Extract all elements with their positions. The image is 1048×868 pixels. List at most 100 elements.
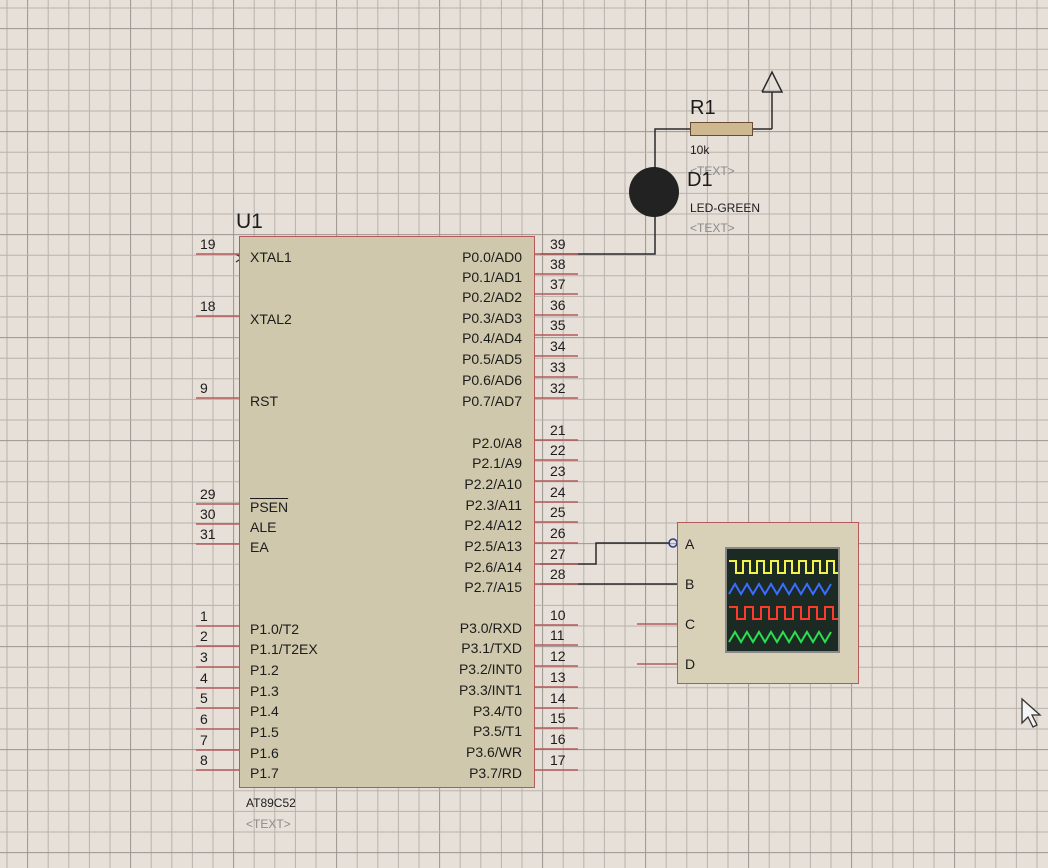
pin-name: P3.4/T0 (472, 703, 522, 719)
scope-channel-d-label: D (685, 656, 696, 672)
pin-number: 18 (200, 298, 216, 314)
pin-number: 38 (550, 256, 566, 272)
pin-number: 6 (200, 711, 208, 727)
chip-text: <TEXT> (246, 817, 291, 831)
pin-name: P1.3 (250, 683, 279, 699)
scope-trace-C (729, 606, 841, 620)
pin-number: 35 (550, 317, 566, 333)
pin-name: P0.0/AD0 (462, 249, 522, 265)
pin-number: 10 (550, 607, 566, 623)
oscilloscope-traces (728, 560, 841, 644)
scope-channel-b-label: B (685, 576, 695, 592)
led-d1[interactable] (629, 167, 679, 217)
pin-name: P0.3/AD3 (462, 310, 522, 326)
scope-channel-c-label: C (685, 616, 696, 632)
chip-part: AT89C52 (246, 796, 296, 810)
scope-trace-D (728, 630, 832, 644)
pin-number: 2 (200, 628, 208, 644)
pin-number: 19 (200, 236, 216, 252)
wire-led-p00 (540, 214, 656, 255)
pin-name: ALE (250, 519, 277, 535)
pin-name: P0.6/AD6 (462, 372, 522, 388)
pin-number: 4 (200, 670, 208, 686)
pin-number: 1 (200, 608, 208, 624)
pin-name: P3.6/WR (465, 744, 522, 760)
pin-number: 37 (550, 276, 566, 292)
pin-name: P0.7/AD7 (462, 393, 522, 409)
scope-channel-a-label: A (685, 536, 695, 552)
pin-number: 33 (550, 359, 566, 375)
pin-number: 5 (200, 690, 208, 706)
pin-number: 16 (550, 731, 566, 747)
pin-number: 8 (200, 752, 208, 768)
pin-number: 7 (200, 732, 208, 748)
pin-number: 3 (200, 649, 208, 665)
pin-name: P2.5/A13 (464, 538, 522, 554)
pin-number: 28 (550, 566, 566, 582)
pin-name: P3.5/T1 (472, 723, 522, 739)
pin-name: P0.4/AD4 (462, 330, 522, 346)
pin-number: 32 (550, 380, 566, 396)
pin-name: P1.5 (250, 724, 279, 740)
power-terminal-icon[interactable] (761, 70, 784, 129)
chip-ref: U1 (236, 210, 263, 233)
pin-name: P2.4/A12 (464, 517, 522, 533)
led-part: LED-GREEN (690, 201, 761, 215)
pin-name: P3.3/INT1 (458, 682, 522, 698)
pin-number: 9 (200, 380, 208, 396)
pin-number: 15 (550, 710, 566, 726)
pin-number: 14 (550, 690, 566, 706)
resistor-text: <TEXT> (690, 164, 735, 178)
pin-number: 36 (550, 297, 566, 313)
pin-number: 30 (200, 506, 216, 522)
pin-name: P1.6 (250, 745, 279, 761)
pin-number: 21 (550, 422, 566, 438)
scope-trace-B (728, 582, 832, 596)
pin-name: EA (250, 539, 269, 555)
pin-number: 22 (550, 442, 566, 458)
resistor-r1[interactable] (690, 122, 753, 136)
pin-name: P0.1/AD1 (462, 269, 522, 285)
led-ref: D1 (687, 169, 713, 191)
pin-name: XTAL1 (250, 249, 292, 265)
pin-name: P1.0/T2 (250, 621, 300, 637)
pin-name: P2.6/A14 (464, 559, 522, 575)
pin-name: P2.7/A15 (464, 579, 522, 595)
pin-number: 23 (550, 463, 566, 479)
pin-number: 12 (550, 648, 566, 664)
pin-name: RST (250, 393, 278, 409)
pin-name: P1.2 (250, 662, 279, 678)
scope-trace-A (729, 560, 841, 574)
mouse-cursor-icon (1021, 697, 1042, 728)
pin-number: 29 (200, 486, 216, 502)
pin-name: P2.2/A10 (464, 476, 522, 492)
pin-name: P2.1/A9 (472, 455, 522, 471)
probe-a-connector[interactable] (668, 538, 678, 548)
pin-name: P3.0/RXD (459, 620, 522, 636)
pin-name: XTAL2 (250, 311, 292, 327)
pin-name: PSEN (250, 499, 289, 515)
led-text: <TEXT> (690, 221, 735, 235)
pin-name: P3.1/TXD (461, 640, 522, 656)
pin-name: P0.5/AD5 (462, 351, 522, 367)
pin-name: P0.2/AD2 (462, 289, 522, 305)
pin-name: P3.7/RD (469, 765, 522, 781)
resistor-ref: R1 (690, 97, 716, 119)
pin-number: 39 (550, 236, 566, 252)
pin-name: P2.0/A8 (472, 435, 522, 451)
pin-number: 25 (550, 504, 566, 520)
pin-number: 24 (550, 484, 566, 500)
pin-number: 11 (550, 627, 565, 643)
microcontroller-u1[interactable] (239, 236, 535, 788)
pin-number: 34 (550, 338, 566, 354)
pin-number: 13 (550, 669, 566, 685)
pin-number: 31 (200, 526, 216, 542)
pin-name: P1.7 (250, 765, 279, 781)
pin-number: 17 (550, 752, 566, 768)
pin-number: 26 (550, 525, 566, 541)
resistor-leads (654, 128, 772, 170)
pin-name: P2.3/A11 (465, 497, 522, 513)
pin-number: 27 (550, 546, 566, 562)
pin-name: P1.1/T2EX (250, 641, 318, 657)
